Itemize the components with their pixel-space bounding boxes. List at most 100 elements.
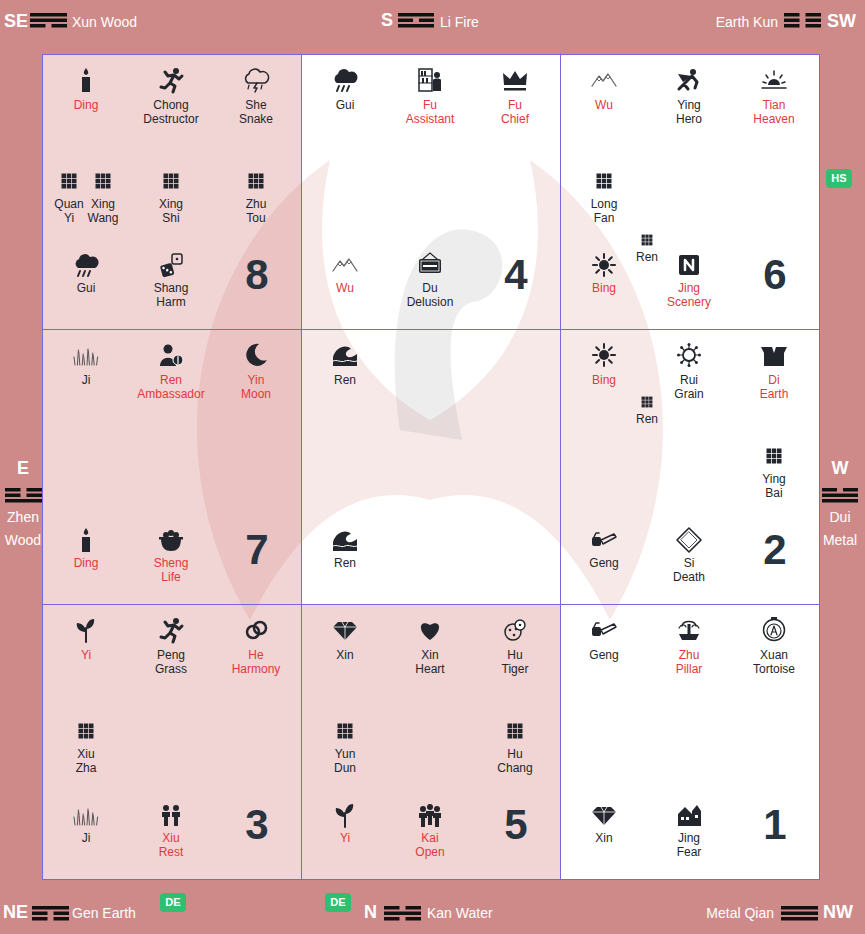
grid-line [43, 55, 820, 880]
star-label: Gui [77, 281, 96, 295]
trigram-symbol [398, 24, 434, 28]
star-label: Fu Assistant [406, 98, 455, 126]
virus-icon [688, 343, 691, 346]
candle-icon [84, 68, 89, 75]
mountain-icon [597, 77, 610, 81]
palace-cell: GengZhu PillarXuan TortoiseXinJing Fear1 [560, 604, 819, 879]
grid-icon [84, 729, 89, 734]
grid-icon [607, 174, 612, 179]
star-label: Hu Chang [497, 747, 532, 775]
sun-icon [599, 350, 609, 360]
sunrise-icon [762, 71, 786, 88]
grid-icon [249, 174, 254, 179]
star-label: Yi [81, 648, 91, 662]
badge-text: DE [330, 896, 345, 909]
trigram-symbol [27, 488, 43, 492]
mountain-icon [592, 74, 616, 86]
trigram-symbol [398, 19, 413, 23]
grid-line [560, 54, 561, 879]
star-label: Xiu Zha [76, 747, 97, 775]
cookie-icon [513, 634, 516, 637]
virus-icon [693, 348, 695, 350]
dice-icon [162, 266, 165, 269]
grid-icon [597, 174, 602, 179]
palace-number: 6 [763, 254, 786, 296]
star-label: Yin Moon [241, 373, 271, 401]
people-icon [172, 812, 180, 826]
mountain-icon [333, 259, 357, 271]
grid-icon [96, 179, 101, 184]
medal-icon [771, 626, 777, 635]
grid-icon [254, 184, 259, 189]
grid-icon [84, 724, 89, 729]
star-label: Bing [592, 373, 616, 387]
shelf-icon [422, 78, 424, 83]
star-label: Xuan Tortoise [753, 648, 795, 676]
grid-icon [89, 734, 94, 739]
trigram-label: Earth Kun [716, 15, 778, 29]
fountain-icon [679, 634, 699, 640]
grid-icon [597, 174, 612, 189]
grid-icon [249, 174, 264, 189]
trigram-symbol [843, 488, 858, 492]
virus-icon [680, 361, 683, 364]
grid-icon [642, 242, 645, 245]
palace-cell: RenRen [301, 329, 560, 604]
star-label: Jing Fear [677, 831, 702, 859]
grass-icon [97, 817, 98, 825]
sprout-icon [77, 619, 94, 632]
gem-icon [592, 807, 616, 825]
crown-icon [503, 71, 527, 91]
pot-icon [161, 538, 181, 551]
grass-icon [79, 812, 80, 825]
trigram-symbol [398, 13, 434, 17]
medal-icon [764, 617, 785, 641]
grid-icon [343, 729, 348, 734]
cell-ground [42, 54, 301, 329]
palace-cell: JiRen AmbassadorYin MoonDingSheng Life7 [42, 329, 301, 604]
saw-icon [601, 624, 616, 634]
star-label: Ren [636, 412, 658, 426]
grass-icon [93, 815, 94, 825]
sunrise-icon [768, 79, 780, 85]
direction-label: W [832, 459, 849, 477]
sun-icon [596, 257, 599, 260]
grid-icon [772, 449, 777, 454]
phoenix-watermark [395, 229, 503, 440]
trigram-symbol [781, 917, 818, 921]
grid-icon [642, 404, 645, 407]
grid-icon [645, 242, 648, 245]
trigram-label: Xun Wood [72, 15, 137, 29]
grass-icon [87, 809, 88, 825]
sprout-icon [336, 804, 353, 817]
gem-icon [333, 622, 357, 640]
cell-ground [42, 54, 819, 879]
grid-icon [645, 397, 648, 400]
direction-label: SW [827, 12, 856, 30]
sun-icon [609, 360, 612, 363]
grid-icon [79, 734, 84, 739]
star-label: Geng [589, 556, 618, 570]
rain-icon [335, 69, 358, 91]
star-label: Ren Ambassador [137, 373, 204, 401]
waves-icon [333, 347, 357, 366]
grid-icon [259, 174, 264, 179]
shelf-icon [426, 78, 428, 83]
mountain-icon [333, 259, 357, 271]
star-label: Jing Scenery [667, 281, 711, 309]
grid-icon [89, 729, 94, 734]
storm-icon [246, 69, 269, 92]
storm-icon [246, 69, 269, 83]
trigram-symbol [784, 24, 800, 28]
star-label: Hu Tiger [502, 648, 529, 676]
cell-ground [301, 604, 560, 879]
storm-icon [254, 83, 257, 92]
crowd-icon [419, 813, 427, 827]
dice-icon [160, 263, 175, 278]
grid-icon [79, 729, 84, 734]
sun-icon [599, 260, 609, 270]
grid-icon [338, 724, 343, 729]
palace-icons [62, 68, 788, 827]
trigram-symbol [5, 488, 21, 492]
grid-icon [645, 235, 648, 238]
